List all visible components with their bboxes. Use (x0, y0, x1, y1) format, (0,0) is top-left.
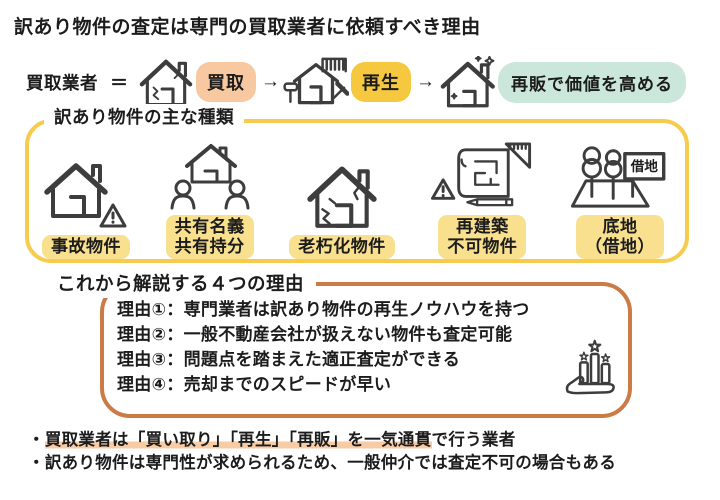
kinds-items-row: 事故物件 共有名義 共有持分 (42, 134, 670, 260)
kinds-box (25, 119, 689, 263)
note-1-rest-text: で行う業者 (431, 431, 516, 449)
note-1-highlighted-text: 買取業者は「買い取り」「再生」「再販」を一気通貫 (44, 431, 432, 449)
bullet-marker: ・ (28, 454, 45, 472)
cracked-house-icon (139, 59, 193, 107)
reasons-heading: これから解説する４つの理由 (57, 270, 317, 298)
reasons-list: 理由①：専門業者は訳あり物件の再生ノウハウを持つ 理由②：一般不動産会社が扱えな… (117, 297, 530, 397)
arrow-icon: → (261, 71, 280, 92)
page-title: 訳あり物件の査定は専門の買取業者に依頼すべき理由 (14, 17, 481, 38)
kind-item-rebuild-prohibited: 再建築 不可物件 (430, 134, 534, 260)
kind-label: 事故物件 (42, 234, 130, 260)
kind-item-deteriorated: 老朽化物件 (289, 154, 395, 260)
reason-item-1: 理由①：専門業者は訳あり物件の再生ノウハウを持つ (117, 300, 530, 319)
blueprint-warning-icon (431, 142, 532, 207)
renovation-house-icon (283, 57, 349, 105)
kinds-box-title: 訳あり物件の主な種類 (44, 104, 244, 129)
step-resale-pill: 再販で価値を高める (498, 61, 686, 103)
kind-label: 老朽化物件 (289, 234, 395, 260)
buyer-label: 買取業者 (26, 72, 98, 93)
reasons-box (100, 282, 632, 418)
note-line-2: ・訳あり物件は専門性が求められるため、一般仲介では査定不可の場合もある (28, 452, 616, 475)
step-buy-pill: 買取 (196, 62, 256, 102)
equals-sign: ＝ (110, 73, 128, 93)
bottom-notes: ・買取業者は「買い取り」「再生」「再販」を一気通貫で行う業者 ・訳あり物件は専門… (28, 429, 616, 475)
hand-growth-chart-icon (565, 339, 615, 395)
kind-item-accident: 事故物件 (42, 154, 130, 260)
reason-item-3: 理由③：問題点を踏まえた適正査定ができる (117, 350, 461, 369)
bullet-marker: ・ (28, 431, 45, 449)
kind-label: 共有名義 共有持分 (165, 215, 254, 260)
kind-item-leasehold: 借地 底地 （借地） (570, 134, 670, 260)
house-warning-icon (44, 162, 127, 228)
leasehold-land-icon: 借地 (570, 146, 666, 208)
leasehold-sign-label: 借地 (630, 158, 659, 174)
reason-item-4: 理由④：売却までのスピードが早い (117, 375, 392, 394)
note-line-1: ・買取業者は「買い取り」「再生」「再販」を一気通貫で行う業者 (28, 429, 616, 452)
step-regen-pill: 再生 (351, 62, 411, 102)
kind-label: 再建築 不可物件 (438, 215, 527, 260)
hand-growth-chart-icon-wrap (561, 338, 621, 400)
buyer-flow: 買取業者 ＝ 買取 → 再生 → (26, 52, 716, 112)
kind-item-co-ownership: 共有名義 共有持分 (165, 134, 254, 260)
kind-label: 底地 （借地） (576, 215, 664, 260)
arrow-icon: → (416, 71, 435, 92)
sparkle-house-icon (440, 55, 495, 107)
note-2-text: 訳あり物件は専門性が求められるため、一般仲介では査定不可の場合もある (44, 454, 617, 472)
reason-item-2: 理由②：一般不動産会社が扱えない物件も査定可能 (117, 325, 513, 344)
house-cracked-icon (307, 165, 377, 228)
house-co-owners-icon (170, 144, 250, 210)
